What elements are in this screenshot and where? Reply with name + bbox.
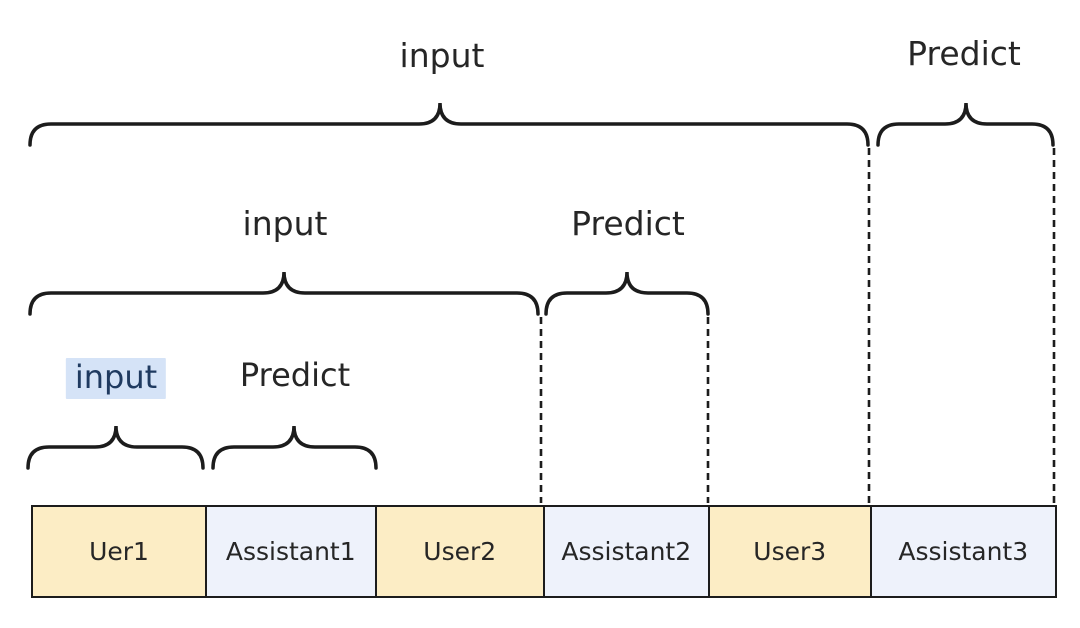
label-level1-predict: Predict: [239, 356, 351, 394]
brace-level3-input: [28, 102, 870, 147]
conversation-sequence: Uer1 Assistant1 User2 Assistant2 User3 A…: [31, 505, 1057, 598]
label-level1-input-highlighted: input: [65, 358, 167, 400]
label-level3-input: input: [399, 36, 485, 75]
brace-level1-predict: [211, 425, 378, 470]
brace-level2-predict: [544, 271, 710, 316]
brace-level2-input: [28, 271, 540, 316]
label-level2-predict: Predict: [571, 204, 685, 243]
box-user2: User2: [374, 505, 545, 598]
box-assistant1: Assistant1: [204, 505, 377, 598]
label-level2-input: input: [242, 204, 328, 243]
box-user3: User3: [707, 505, 872, 598]
box-assistant3: Assistant3: [869, 505, 1057, 598]
brace-level1-input: [26, 425, 205, 470]
brace-level3-predict: [876, 102, 1055, 147]
box-assistant2: Assistant2: [542, 505, 710, 598]
box-user1: Uer1: [31, 505, 207, 598]
label-level3-predict: Predict: [907, 34, 1021, 73]
